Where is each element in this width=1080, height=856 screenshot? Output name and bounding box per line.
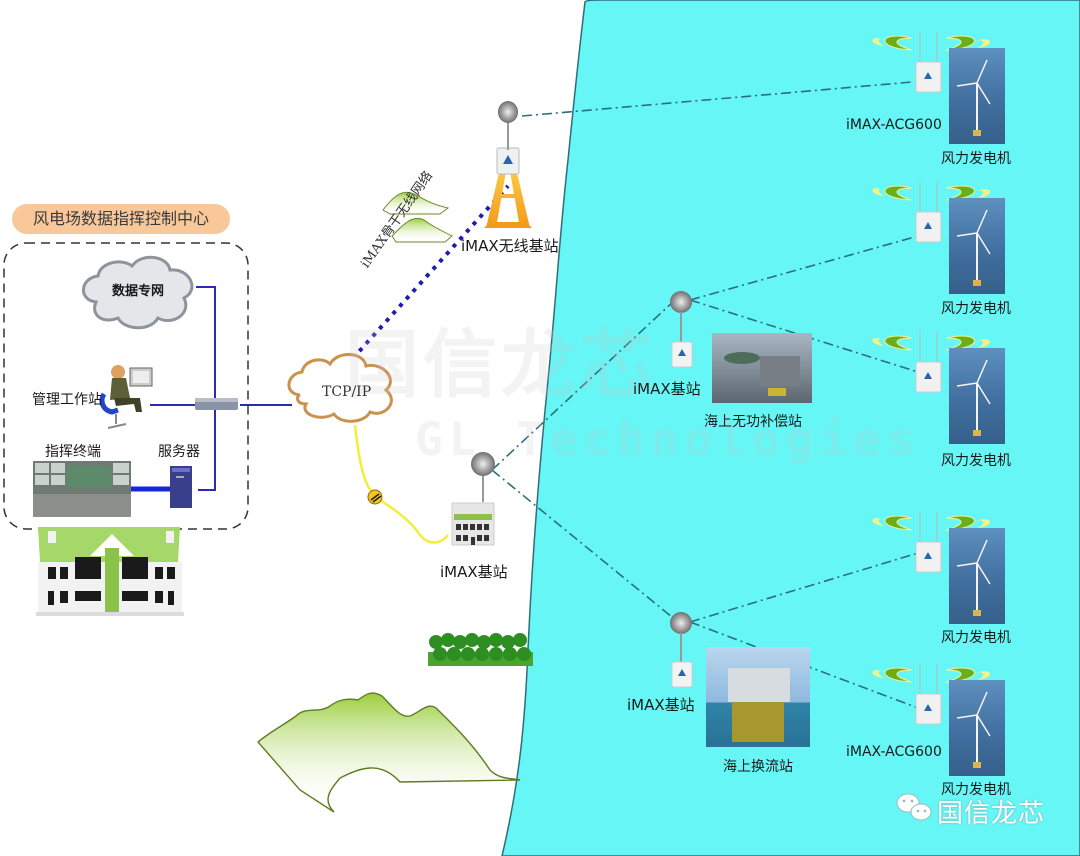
wind-turbine-photo	[949, 680, 1005, 776]
wireless-signal-icon	[872, 515, 991, 531]
turbine-2-label: 风力发电机	[941, 301, 1011, 317]
video-wall	[33, 461, 131, 517]
trees	[428, 633, 533, 666]
wireless-signal-icon	[872, 185, 991, 201]
terminal-label: 指挥终端	[45, 444, 101, 460]
footer-brand-text: 国信龙芯	[937, 799, 1046, 829]
turbine-unit	[872, 664, 1005, 776]
workstation-label: 管理工作站	[32, 392, 102, 408]
converter-station-label: 海上换流站	[723, 759, 793, 775]
control-center-title: 风电场数据指挥控制中心	[12, 204, 230, 234]
turbine-1-cpe-label: iMAX-ACG600	[846, 117, 942, 133]
turbine-4-label: 风力发电机	[941, 630, 1011, 646]
footer-brand: 国信龙芯	[895, 793, 1045, 830]
wind-turbine-photo	[949, 348, 1005, 444]
fiber-connector	[367, 489, 383, 505]
office-building	[36, 527, 184, 616]
cpe-device	[915, 182, 942, 243]
turbine-5-label: 风力发电机	[941, 782, 1011, 798]
network-switch	[195, 398, 238, 410]
wireless-signal-icon	[872, 667, 991, 683]
sea-base-station-1	[670, 291, 693, 368]
land-base-station	[451, 452, 495, 546]
sea-station-1-label: iMAX基站	[633, 380, 701, 398]
workstation-illustration	[99, 365, 153, 429]
wind-turbine-photo	[949, 48, 1005, 144]
server-label: 服务器	[158, 444, 200, 460]
reactive-compensation-label: 海上无功补偿站	[704, 414, 802, 430]
watermark-en: GL Technologies	[415, 412, 921, 466]
data-network-cloud	[82, 255, 194, 330]
tower-base-station	[484, 101, 532, 228]
lan-lines	[150, 286, 292, 491]
turbine-unit	[872, 182, 1005, 294]
cpe-device	[915, 32, 942, 93]
wireless-signal-icon	[872, 335, 991, 351]
hills-small	[382, 191, 453, 243]
turbine-unit	[872, 32, 1005, 144]
cpe-device	[915, 512, 942, 573]
turbine-3-label: 风力发电机	[941, 453, 1011, 469]
turbine-unit	[872, 512, 1005, 624]
sea-station-2-label: iMAX基站	[627, 696, 695, 714]
tower-station-label: iMAX无线基站	[461, 237, 559, 255]
cpe-device	[915, 332, 942, 393]
sea-base-station-2	[670, 612, 693, 688]
wind-turbine-photo	[949, 528, 1005, 624]
turbine-5-cpe-label: iMAX-ACG600	[846, 744, 942, 760]
wireless-signal-icon	[872, 35, 991, 51]
tcpip-cloud	[287, 353, 393, 423]
cpe-device	[915, 664, 942, 725]
land-station-label: iMAX基站	[440, 563, 508, 581]
data-network-label: 数据专网	[112, 284, 165, 299]
watermark-cn: 国信龙芯	[345, 322, 657, 408]
turbine-1-label: 风力发电机	[941, 151, 1011, 167]
tcpip-label: TCP/IP	[322, 384, 372, 400]
wind-turbine-photo	[949, 198, 1005, 294]
mountains	[257, 692, 521, 813]
turbine-unit	[872, 332, 1005, 444]
backbone-link	[344, 184, 510, 368]
wechat-icon	[896, 793, 932, 821]
server-tower	[170, 466, 192, 508]
fiber-link	[353, 424, 449, 544]
